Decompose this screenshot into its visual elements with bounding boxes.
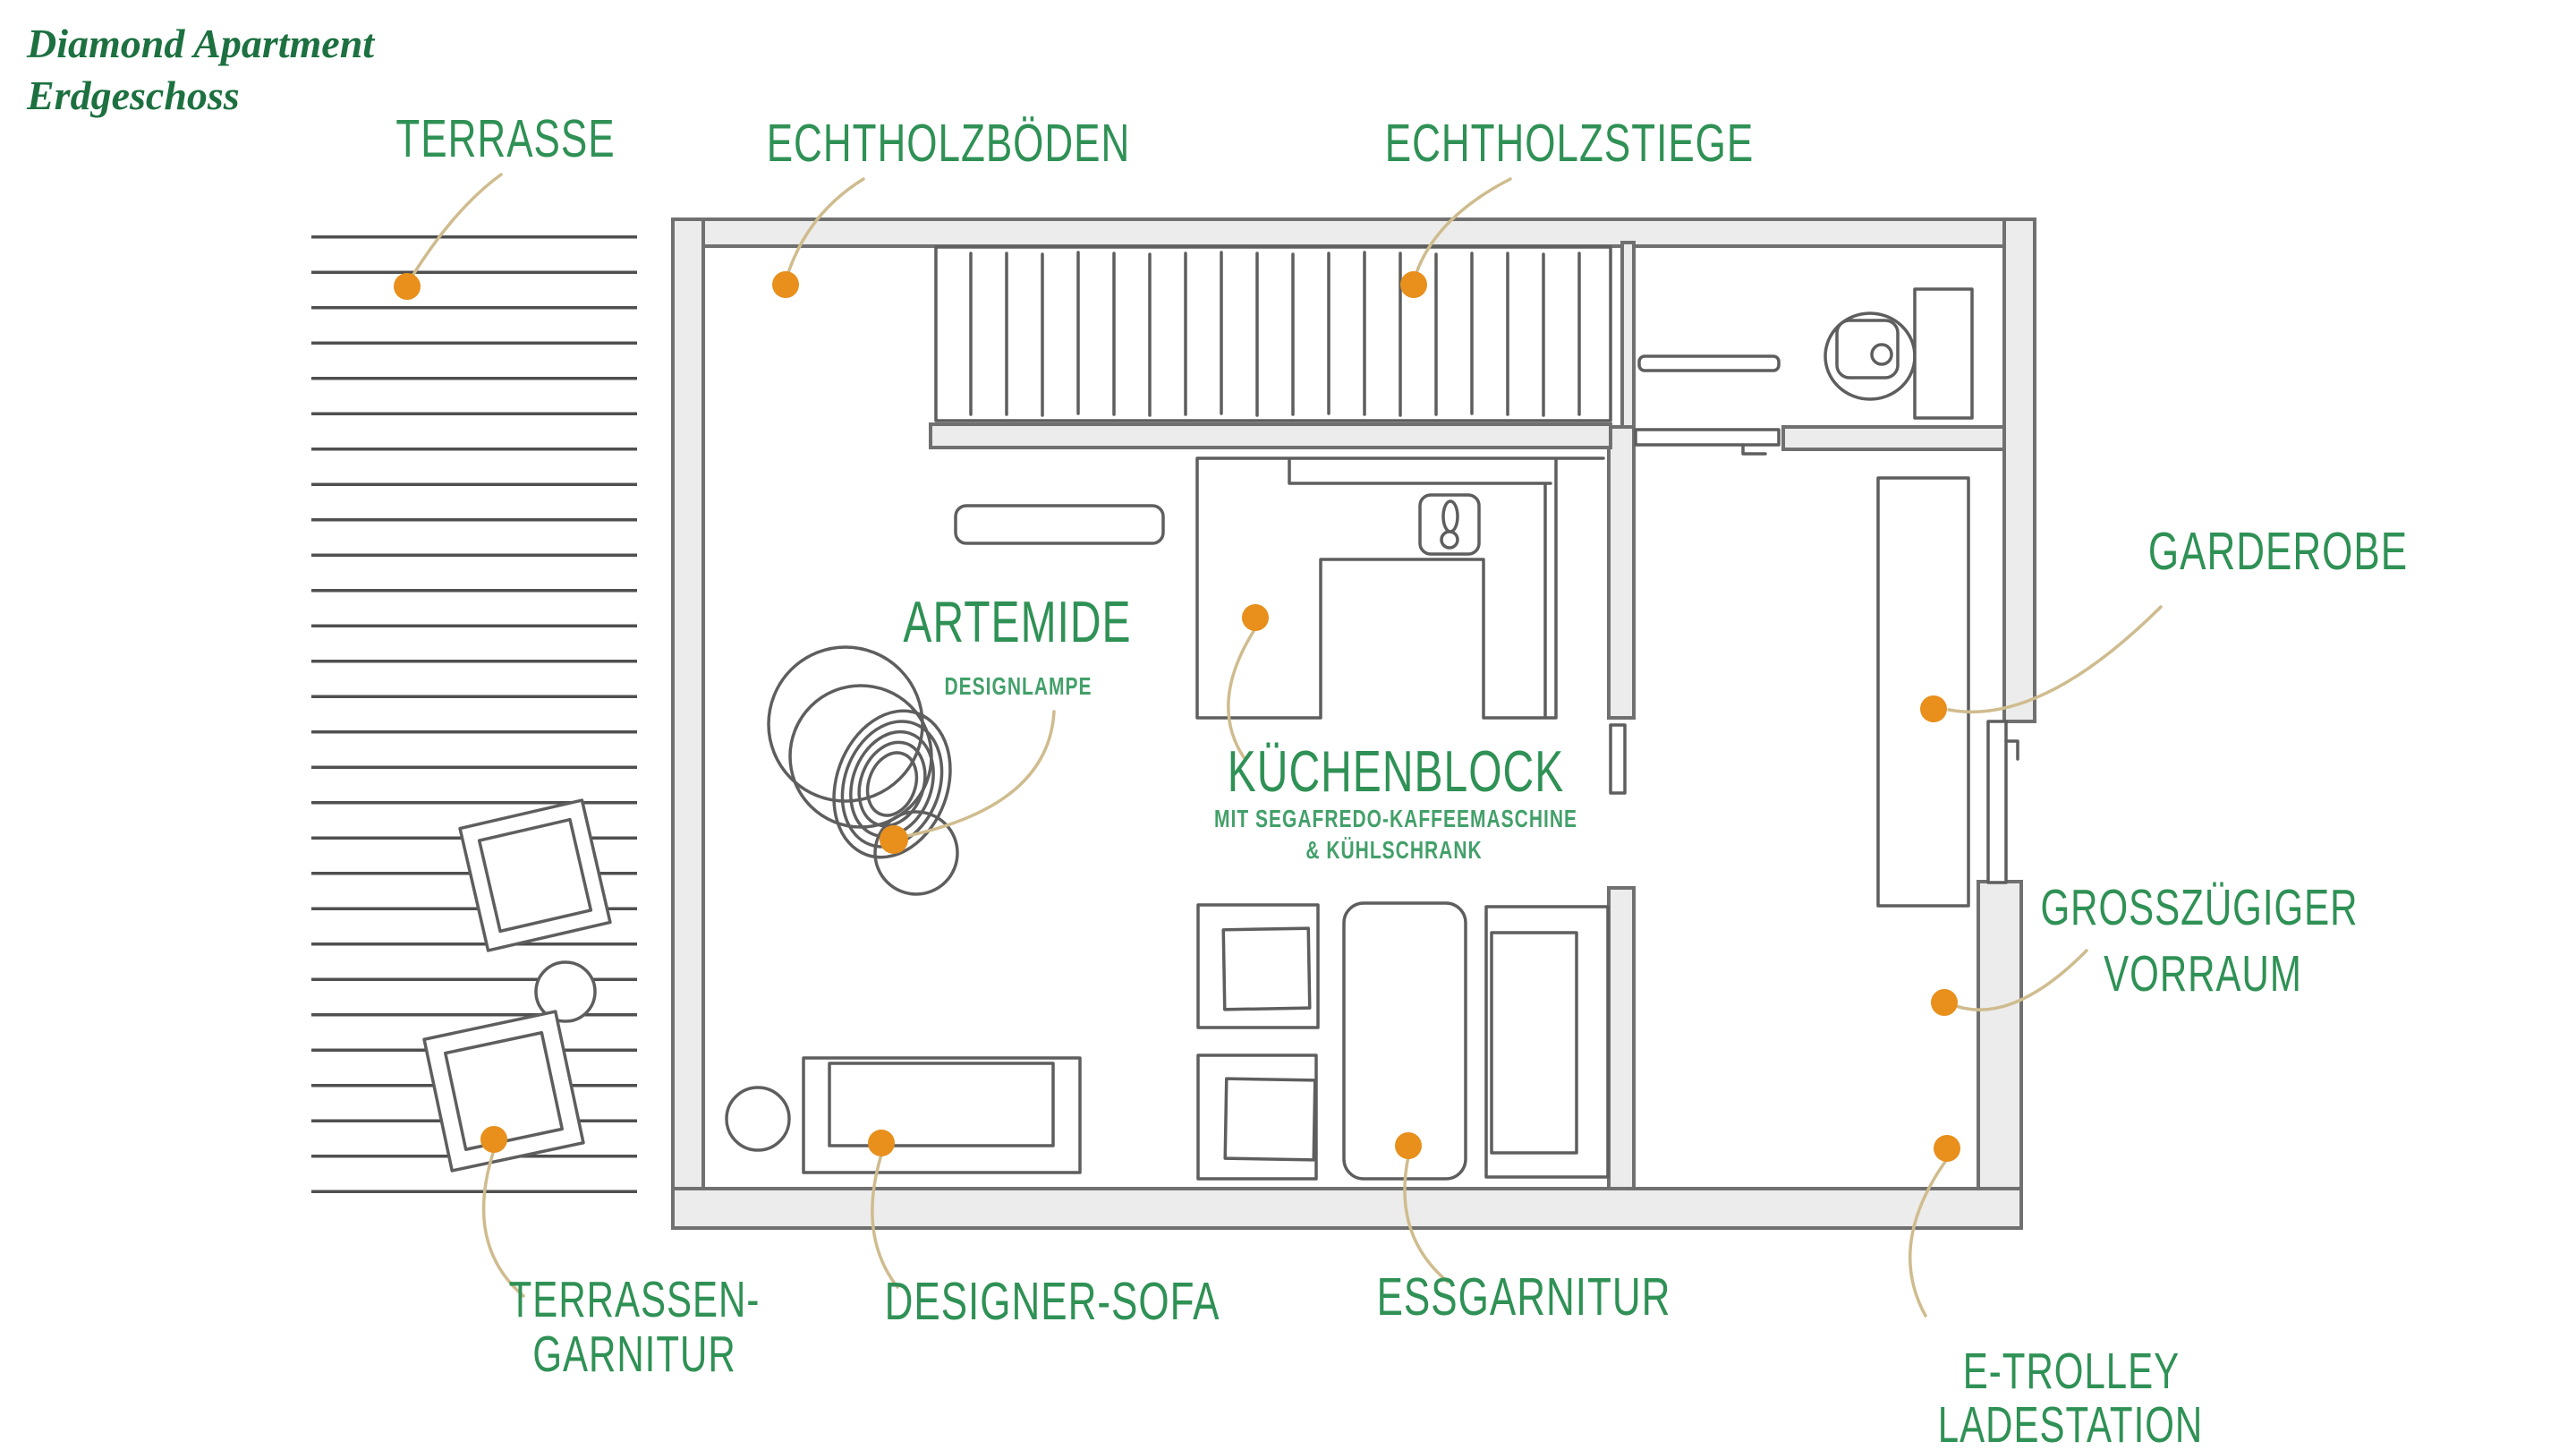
bathroom-shelf <box>1637 354 1781 372</box>
wall-bathroom-bottom <box>1781 425 2006 451</box>
toilet-drain <box>1870 343 1893 366</box>
leader-kuechenblock <box>1227 627 1257 759</box>
sofa-seat <box>828 1062 1055 1147</box>
label-artemide-sub: DESIGNLAMPE <box>944 673 1092 701</box>
dot-terrasse <box>394 273 421 300</box>
stairs-landing-wall <box>929 422 1612 449</box>
label-kuechenblock: KÜCHENBLOCK <box>1227 740 1565 805</box>
label-artemide: ARTEMIDE <box>903 591 1132 655</box>
dining-chair-2-seat <box>1223 1077 1317 1162</box>
annotations <box>394 173 2163 1318</box>
bathroom <box>1824 287 1974 420</box>
side-table <box>725 1086 791 1152</box>
plan-title-line2: Erdgeschoss <box>27 72 240 118</box>
leader-artemide <box>905 710 1056 838</box>
dot-terrassengarnitur <box>480 1126 507 1153</box>
label-garderobe: GARDEROBE <box>2147 522 2409 582</box>
toilet-cistern <box>1913 287 1974 420</box>
terrace-chair-2 <box>422 1010 585 1173</box>
dot-echtholzstiege <box>1400 271 1427 298</box>
label-terrassengarnitur-line1: TERRASSEN- <box>508 1270 761 1328</box>
wall-right-upper <box>2002 218 2036 723</box>
leader-terrassengarnitur <box>481 1148 525 1298</box>
dining-chair-1-seat <box>1221 926 1312 1011</box>
dining-set <box>1196 901 1610 1181</box>
label-echtholzboeden: ECHTHOLZBÖDEN <box>766 114 1131 174</box>
dining-bench-seat <box>1490 931 1578 1155</box>
leader-echtholzboeden <box>784 177 865 283</box>
kitchen-block <box>1195 456 1605 720</box>
dot-essgarnitur <box>1395 1132 1422 1159</box>
bathroom-door-stop <box>1741 443 1767 456</box>
wall-right-lower <box>1977 880 2023 1190</box>
lamp-shade-rings <box>832 709 952 859</box>
wall-bottom <box>671 1187 2023 1230</box>
wall-left <box>671 218 705 1230</box>
label-echtholzstiege: ECHTHOLZSTIEGE <box>1384 114 1755 174</box>
label-designersofa: DESIGNER-SOFA <box>884 1272 1220 1332</box>
label-terrasse: TERRASSE <box>395 109 616 169</box>
terrace-furniture <box>422 798 612 1173</box>
label-vorraum-line1: GROSSZÜGIGER <box>2040 878 2359 936</box>
leader-designersofa <box>871 1153 899 1289</box>
lamp-circle-3 <box>873 810 959 896</box>
bathroom-door-leaf <box>1634 428 1781 447</box>
stairs-outline <box>934 245 1612 422</box>
dot-vorraum <box>1931 989 1958 1016</box>
label-kuechenblock-sub2: & KÜHLSCHRANK <box>1305 837 1483 865</box>
sofa-outline <box>802 1056 1082 1174</box>
dot-etrolley <box>1934 1135 1960 1162</box>
wall-hall-upper <box>1620 241 1636 429</box>
dot-artemide <box>880 825 908 854</box>
dot-garderobe <box>1920 695 1947 722</box>
label-etrolley-line1: E-TROLLEY <box>1962 1342 2181 1400</box>
walls <box>671 218 2036 1230</box>
dot-echtholzboeden <box>772 271 799 298</box>
leader-vorraum <box>1947 949 2088 1011</box>
kitchen-counter-outline <box>1195 456 1605 720</box>
label-etrolley-line2: LADESTATION <box>1937 1395 2204 1450</box>
label-essgarnitur: ESSGARNITUR <box>1376 1267 1671 1327</box>
wall-top <box>671 218 2036 248</box>
terrace-table <box>534 960 597 1023</box>
leader-essgarnitur <box>1403 1155 1450 1284</box>
plan-title: Diamond Apartment Erdgeschoss <box>27 18 374 121</box>
dot-kuechenblock <box>1242 604 1269 631</box>
entrance-door-frame-hook <box>2004 739 2019 761</box>
sideboard <box>954 504 1165 545</box>
entrance-door-leaf <box>1986 720 2008 884</box>
wall-hall-middle <box>1607 425 1636 720</box>
staircase <box>929 245 1781 545</box>
label-kuechenblock-sub1: MIT SEGAFREDO-KAFFEEMASCHINE <box>1214 806 1577 833</box>
kitchen-sink <box>1418 493 1481 556</box>
designer-sofa <box>725 1056 1082 1174</box>
plan-title-line1: Diamond Apartment <box>27 21 375 66</box>
wall-hall-lower <box>1607 886 1636 1190</box>
dot-designersofa <box>868 1130 895 1156</box>
label-terrassengarnitur-line2: GARNITUR <box>532 1325 736 1383</box>
stairs-steps <box>969 251 1581 417</box>
kitchen-drain <box>1440 530 1459 550</box>
label-vorraum-line2: VORRAUM <box>2104 944 2302 1002</box>
dining-bench <box>1484 905 1610 1179</box>
leader-etrolley <box>1908 1157 1949 1318</box>
terrace-chair-1 <box>458 798 612 952</box>
leader-terrasse <box>405 173 503 286</box>
leader-echtholzstiege <box>1412 177 1512 283</box>
hall-door-leaf <box>1609 723 1627 795</box>
leader-garderobe <box>1947 605 2163 714</box>
artemide-lamp <box>767 645 959 896</box>
wardrobe <box>1876 476 1970 908</box>
